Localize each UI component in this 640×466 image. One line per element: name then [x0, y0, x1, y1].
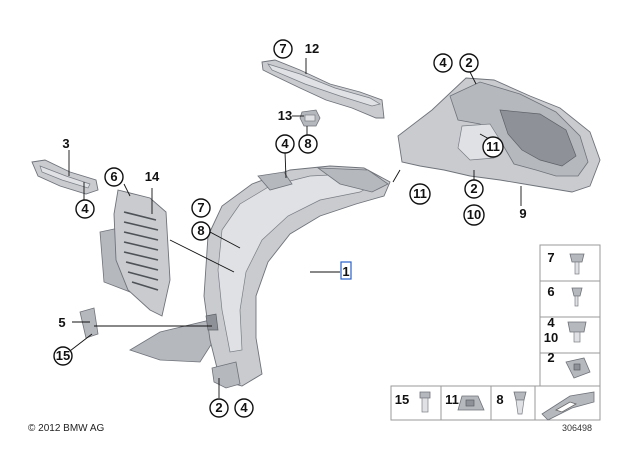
- callout-5: 5: [58, 315, 65, 330]
- svg-text:7: 7: [197, 200, 204, 215]
- part-12-cover-strip[interactable]: [261, 59, 385, 119]
- callout-label: 7: [279, 41, 286, 56]
- expanding-rivet-8-icon: [513, 391, 527, 415]
- legend-7: 7: [547, 250, 554, 265]
- svg-text:4: 4: [81, 201, 89, 216]
- callout-4-left: 4: [75, 199, 95, 219]
- clip-nut-2-icon: [565, 357, 591, 379]
- callout-4-top: 4: [275, 134, 295, 154]
- svg-text:4: 4: [439, 55, 447, 70]
- legend-6: 6: [547, 284, 554, 299]
- callout-8-mid: 8: [191, 221, 211, 241]
- screw-4-10-icon: [567, 321, 587, 343]
- callout-9: 9: [519, 206, 526, 221]
- callout-11-right: 11: [482, 136, 504, 158]
- part-5-bracket[interactable]: [79, 307, 99, 339]
- part-3-bracket[interactable]: [31, 159, 99, 195]
- callout-4-right-top: 4: [433, 53, 453, 73]
- part-9-rear-arch-liner[interactable]: [397, 77, 601, 193]
- rivet-15-icon: [419, 391, 431, 413]
- svg-text:8: 8: [304, 136, 311, 151]
- document-number: 306498: [562, 423, 592, 433]
- legend-15: 15: [395, 392, 409, 407]
- copyright-text: © 2012 BMW AG: [28, 423, 105, 434]
- callout-3: 3: [62, 136, 69, 151]
- svg-text:8: 8: [197, 223, 204, 238]
- callout-10-right-mid: 10: [463, 204, 485, 226]
- svg-text:4: 4: [240, 400, 248, 415]
- svg-text:4: 4: [281, 136, 289, 151]
- svg-text:11: 11: [486, 139, 500, 154]
- svg-text:1: 1: [342, 264, 349, 279]
- fastener-legend-column: 7 6 4 10 2: [539, 244, 601, 387]
- callout-6: 6: [104, 167, 124, 187]
- legend-2: 2: [547, 350, 554, 365]
- callout-2-bottom: 2: [209, 398, 229, 418]
- callout-11-left-of-9: 11: [409, 183, 431, 205]
- screw-6-icon: [571, 287, 583, 307]
- svg-text:2: 2: [465, 55, 472, 70]
- callout-4-bottom: 4: [234, 398, 254, 418]
- fastener-legend-row: 15 11 8: [390, 385, 601, 421]
- legend-10: 10: [544, 330, 558, 345]
- svg-text:10: 10: [467, 207, 481, 222]
- part-14-air-duct[interactable]: [99, 189, 171, 317]
- svg-text:2: 2: [470, 181, 477, 196]
- legend-8: 8: [496, 392, 503, 407]
- callout-12: 12: [305, 41, 319, 56]
- callout-7-top: 7: [273, 39, 293, 59]
- screw-7-icon: [569, 253, 585, 275]
- callout-8-top: 8: [298, 134, 318, 154]
- sealing-strip-icon: [541, 391, 595, 421]
- legend-4: 4: [547, 315, 555, 330]
- callout-7-mid: 7: [191, 198, 211, 218]
- nut-11-icon: [457, 395, 485, 411]
- svg-text:15: 15: [56, 348, 70, 363]
- part-1-wheel-arch-liner[interactable]: [129, 165, 391, 389]
- callout-2-right-top: 2: [459, 53, 479, 73]
- svg-text:6: 6: [110, 169, 117, 184]
- svg-text:2: 2: [215, 400, 222, 415]
- callout-14: 14: [145, 169, 160, 184]
- part-13-clip[interactable]: [299, 109, 321, 127]
- callout-13: 13: [278, 108, 292, 123]
- svg-text:11: 11: [413, 186, 427, 201]
- callout-15-left: 15: [53, 346, 73, 366]
- legend-11: 11: [445, 392, 459, 407]
- callout-1-selected[interactable]: 1: [340, 261, 352, 280]
- callout-2-right-mid: 2: [464, 179, 484, 199]
